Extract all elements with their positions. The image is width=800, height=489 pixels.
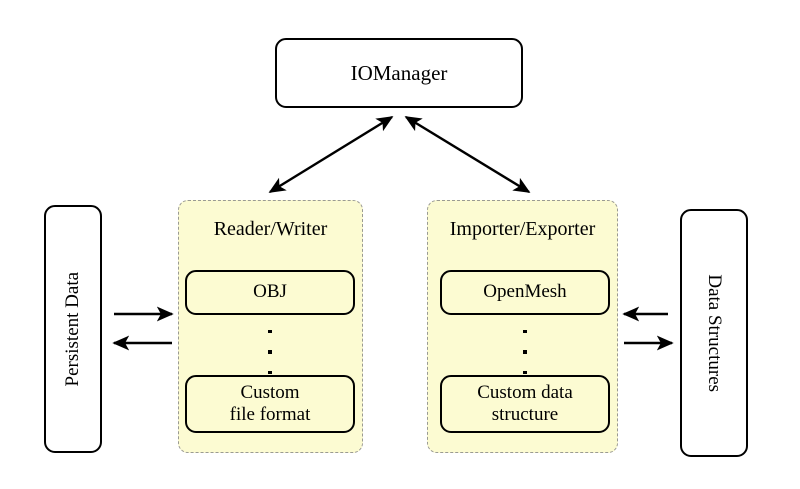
node-persistent-data[interactable]: Persistent Data bbox=[44, 205, 102, 453]
item-custom-file-format[interactable]: Custom file format bbox=[185, 375, 355, 433]
item-custom-data-structure-line1: Custom data bbox=[477, 381, 573, 403]
node-data-structures-label: Data Structures bbox=[704, 274, 726, 392]
item-custom-data-structure[interactable]: Custom data structure bbox=[440, 375, 610, 433]
item-obj[interactable]: OBJ bbox=[185, 270, 355, 315]
group-importer-exporter-title: Importer/Exporter bbox=[449, 218, 596, 240]
item-custom-file-format-line2: file format bbox=[229, 404, 311, 425]
item-custom-file-format-line1: Custom bbox=[240, 381, 300, 403]
item-obj-label: OBJ bbox=[253, 281, 287, 303]
node-persistent-data-label: Persistent Data bbox=[61, 271, 83, 387]
group-reader-writer-title: Reader/Writer bbox=[213, 218, 328, 240]
item-openmesh-label: OpenMesh bbox=[483, 281, 567, 303]
node-iomanager-label: IOManager bbox=[350, 60, 448, 85]
connector-iomanager-importer-exporter bbox=[404, 115, 531, 194]
ellipsis-importer-exporter bbox=[515, 330, 535, 374]
item-custom-data-structure-line2: structure bbox=[491, 404, 559, 425]
item-openmesh[interactable]: OpenMesh bbox=[440, 270, 610, 315]
connector-iomanager-reader-writer bbox=[268, 115, 394, 194]
node-data-structures[interactable]: Data Structures bbox=[680, 209, 748, 457]
node-iomanager[interactable]: IOManager bbox=[275, 38, 523, 108]
ellipsis-reader-writer bbox=[260, 330, 280, 374]
